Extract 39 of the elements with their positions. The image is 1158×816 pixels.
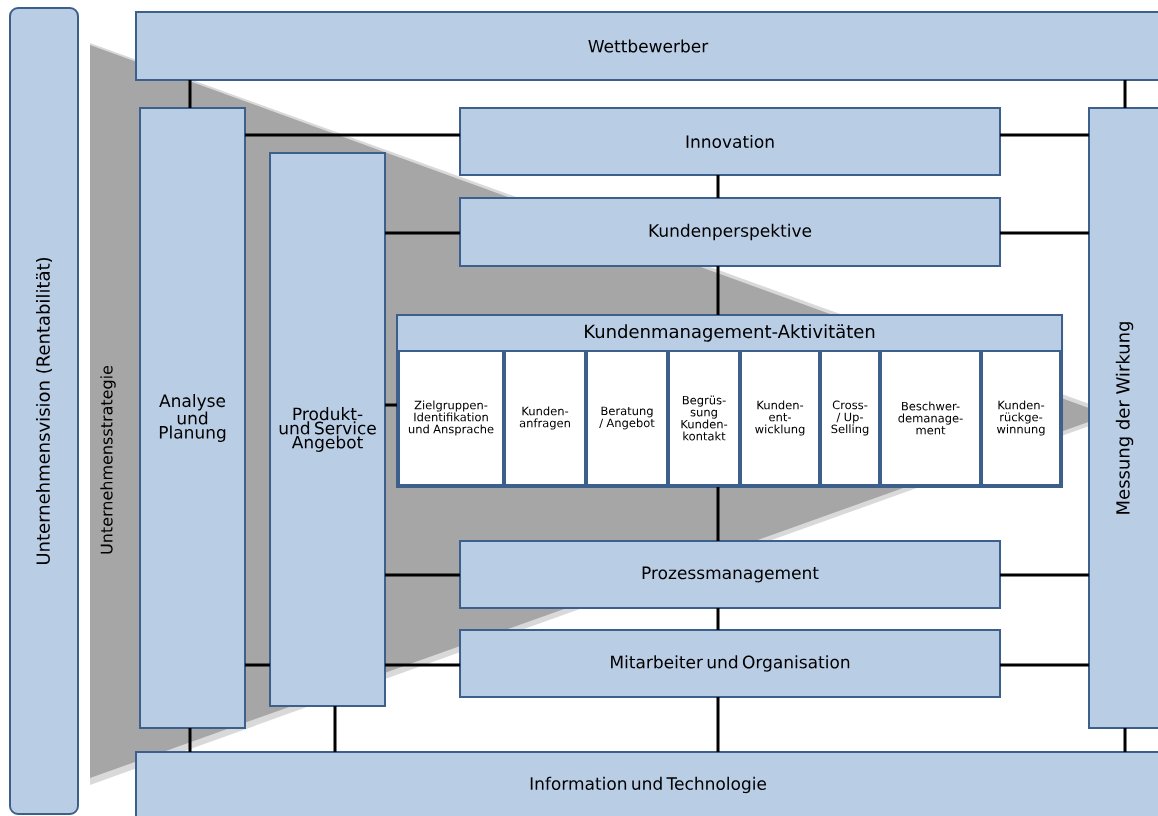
vision-bar: Unternehmensvision (Rentabilität) (9, 7, 79, 815)
connector-line (1000, 231, 1089, 235)
activity-cell: Kunden- anfragen (504, 350, 586, 486)
activity-cell: Begrüs- sung Kunden- kontakt (668, 350, 740, 486)
connector-line (188, 80, 192, 108)
connector-line (245, 663, 270, 667)
connector-line (333, 706, 337, 752)
process-box: Kundenperspektive (459, 197, 1001, 267)
connector-line (1123, 728, 1127, 752)
activity-cell: Cross- / Up- Selling (820, 350, 880, 486)
connector-line (1000, 663, 1089, 667)
process-box: Produkt- und Service Angebot (269, 152, 386, 707)
connector-line (716, 266, 720, 315)
connector-line (385, 231, 460, 235)
strategy-label: Unternehmensstrategie (100, 365, 116, 554)
process-box: Analyse und Planung (139, 107, 246, 729)
connector-line (716, 175, 720, 198)
activity-cell: Beratung / Angebot (586, 350, 668, 486)
connector-line (1000, 133, 1089, 137)
connector-line (245, 133, 460, 137)
connector-line (716, 487, 720, 541)
process-box: Information und Technologie (135, 751, 1158, 816)
connector-line (716, 608, 720, 630)
process-box: Innovation (459, 107, 1001, 176)
activity-cell: Beschwer- demanage- ment (880, 350, 981, 486)
activity-cell: Zielgruppen- Identifikation und Ansprache (398, 350, 504, 486)
process-box: Prozessmanagement (459, 540, 1001, 609)
process-box: Wettbewerber (135, 11, 1158, 81)
process-box: Messung der Wirkung (1088, 107, 1158, 729)
process-box: Mitarbeiter und Organisation (459, 629, 1001, 698)
connector-line (385, 403, 397, 407)
connector-line (716, 697, 720, 752)
connector-line (188, 728, 192, 752)
connector-line (385, 663, 460, 667)
activity-cell: Kunden- rückge- winnung (981, 350, 1061, 486)
activity-cell: Kunden- ent- wicklung (740, 350, 820, 486)
connector-line (385, 573, 460, 577)
connector-line (1000, 573, 1089, 577)
connector-line (1123, 80, 1127, 108)
